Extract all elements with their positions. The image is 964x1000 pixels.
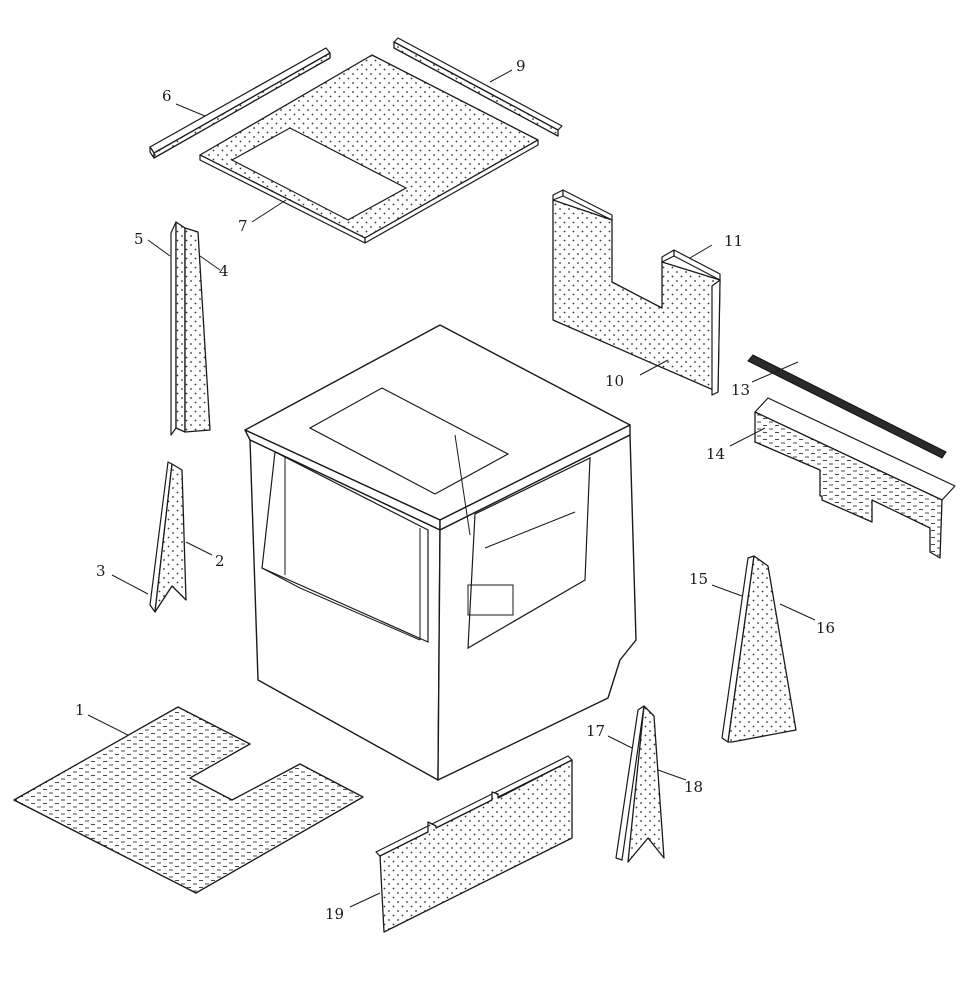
- part-6-roof-strip: [149, 47, 331, 159]
- part-17-18-right-front-pillar: [615, 705, 665, 863]
- callout-9: 9: [516, 57, 526, 75]
- callout-15: 15: [689, 570, 708, 588]
- part-1-floor-mat: [13, 706, 364, 894]
- part-7-roof-headliner: [199, 54, 539, 244]
- callout-17: 17: [586, 722, 605, 740]
- part-14-rear-lower-panel: [754, 397, 956, 559]
- callout-6: 6: [162, 87, 172, 105]
- part-15-16-right-pillar: [721, 555, 797, 743]
- cab-body: [244, 324, 637, 781]
- callout-14: 14: [706, 445, 725, 463]
- part-19-side-lower-panel: [375, 755, 573, 933]
- callout-labels: 1 2 3 4 5 6 7 9 10 11 13 14 15 16 17 18 …: [75, 57, 835, 923]
- callout-3: 3: [96, 562, 106, 580]
- part-4-5-left-pillar-panel: [170, 221, 211, 436]
- callout-11: 11: [724, 232, 743, 250]
- callout-10: 10: [605, 372, 624, 390]
- callout-16: 16: [816, 619, 835, 637]
- part-10-11-rear-wall-panel: [552, 189, 721, 396]
- callout-19: 19: [325, 905, 344, 923]
- part-9-roof-strip: [393, 37, 563, 137]
- callout-18: 18: [684, 778, 703, 796]
- callout-1: 1: [75, 701, 85, 719]
- callout-13: 13: [731, 381, 750, 399]
- callout-2: 2: [215, 552, 225, 570]
- leader-lines: [87, 69, 816, 908]
- callout-5: 5: [134, 230, 144, 248]
- callout-7: 7: [238, 217, 248, 235]
- callout-4: 4: [219, 262, 229, 280]
- part-2-3-left-front-pillar: [149, 461, 187, 613]
- part-13-thin-bar: [747, 354, 947, 459]
